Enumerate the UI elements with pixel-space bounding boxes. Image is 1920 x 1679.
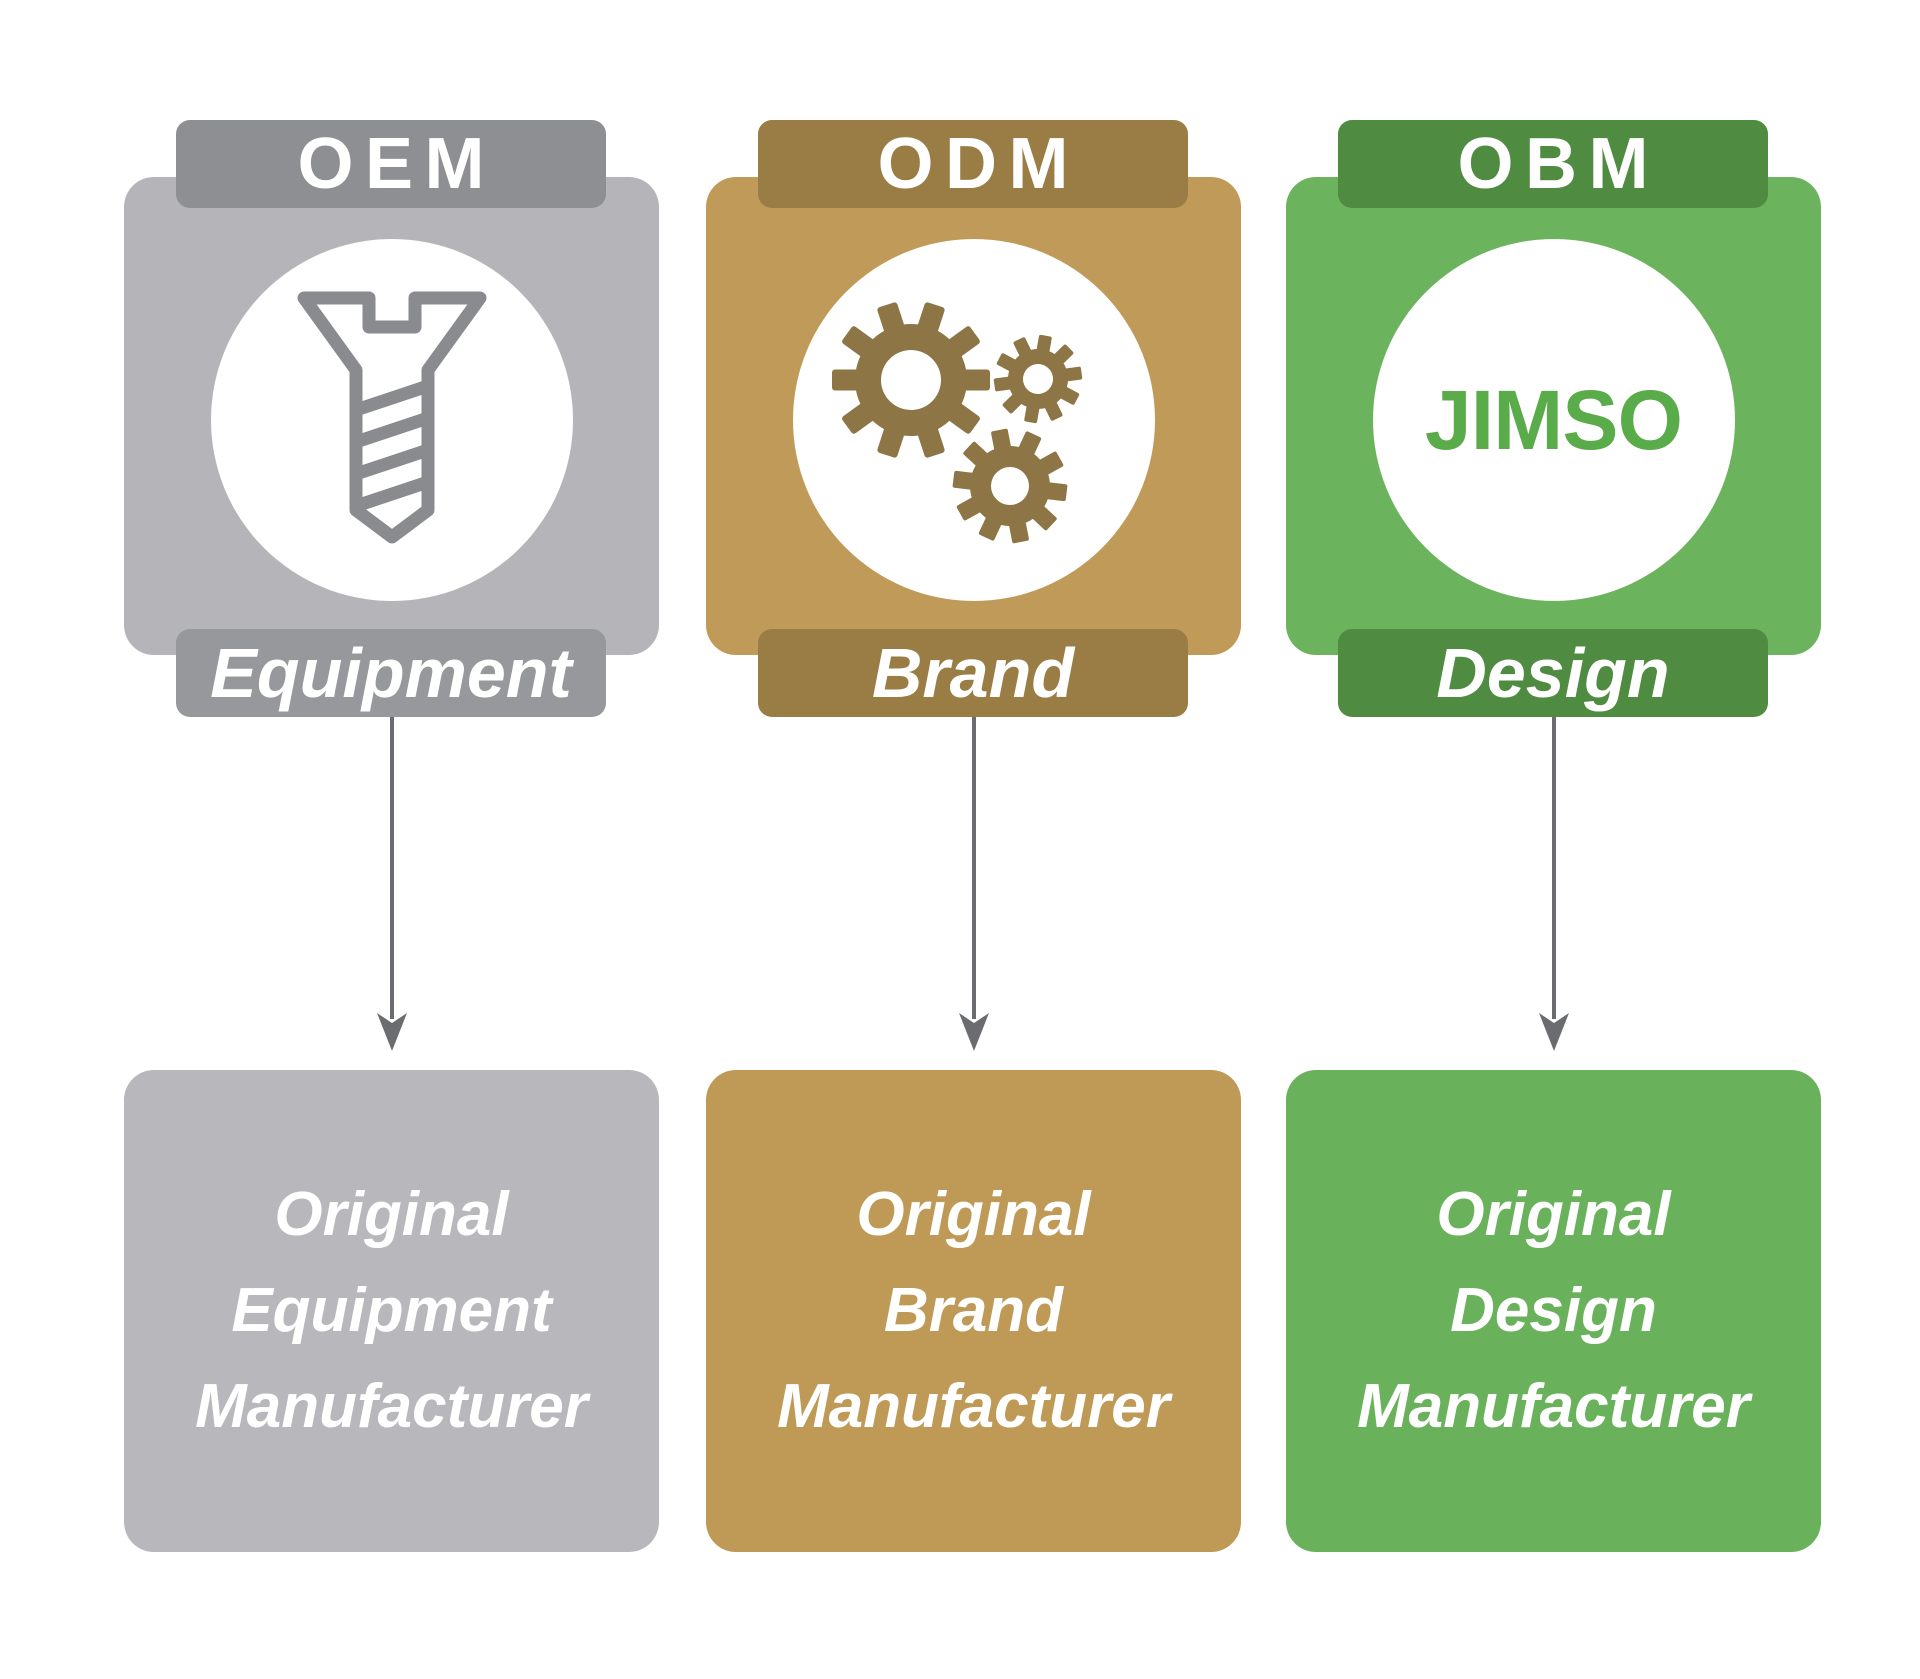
- obm-keyword-badge: Design: [1338, 629, 1768, 717]
- obm-tab: OBM: [1338, 120, 1768, 208]
- oem-tab-label: OEM: [297, 124, 497, 204]
- obm-full-name: Original Design Manufacturer: [1357, 1167, 1750, 1455]
- full-name-line: Equipment: [231, 1275, 552, 1345]
- odm-keyword-badge: Brand: [758, 629, 1188, 717]
- odm-tab-label: ODM: [877, 124, 1081, 204]
- odm-column: ODM: [706, 0, 1241, 1679]
- oem-keyword-badge: Equipment: [176, 629, 606, 717]
- oem-result-box: Original Equipment Manufacturer: [124, 1070, 659, 1552]
- odm-result-box: Original Brand Manufacturer: [706, 1070, 1241, 1552]
- oem-column: OEM Equipment Original: [124, 0, 659, 1679]
- full-name-line: Brand: [883, 1275, 1064, 1345]
- odm-tab: ODM: [758, 120, 1188, 208]
- down-arrow: [1538, 717, 1569, 1051]
- full-name-line: Manufacturer: [777, 1372, 1170, 1442]
- full-name-line: Original: [856, 1179, 1091, 1249]
- odm-keyword: Brand: [871, 634, 1075, 712]
- oem-keyword: Equipment: [210, 634, 572, 712]
- oem-tab: OEM: [176, 120, 606, 208]
- odm-full-name: Original Brand Manufacturer: [777, 1167, 1170, 1455]
- full-name-line: Original: [274, 1179, 509, 1249]
- down-arrow: [958, 717, 989, 1051]
- full-name-line: Manufacturer: [1357, 1372, 1750, 1442]
- obm-column: OBM JIMSO Design Original Design Manufac…: [1286, 0, 1821, 1679]
- full-name-line: Original: [1436, 1179, 1671, 1249]
- obm-result-box: Original Design Manufacturer: [1286, 1070, 1821, 1552]
- jimso-logo: JIMSO: [1424, 372, 1683, 467]
- gears-icon: [831, 302, 1082, 544]
- screw-icon: [297, 291, 486, 544]
- full-name-line: Design: [1450, 1275, 1657, 1345]
- obm-keyword: Design: [1436, 634, 1670, 712]
- obm-icon-circle: JIMSO: [1372, 239, 1735, 601]
- obm-tab-label: OBM: [1457, 124, 1661, 204]
- down-arrow: [376, 717, 407, 1051]
- oem-icon-circle: [210, 239, 573, 601]
- full-name-line: Manufacturer: [195, 1372, 588, 1442]
- odm-icon-circle: [792, 239, 1155, 601]
- oem-full-name: Original Equipment Manufacturer: [195, 1167, 588, 1455]
